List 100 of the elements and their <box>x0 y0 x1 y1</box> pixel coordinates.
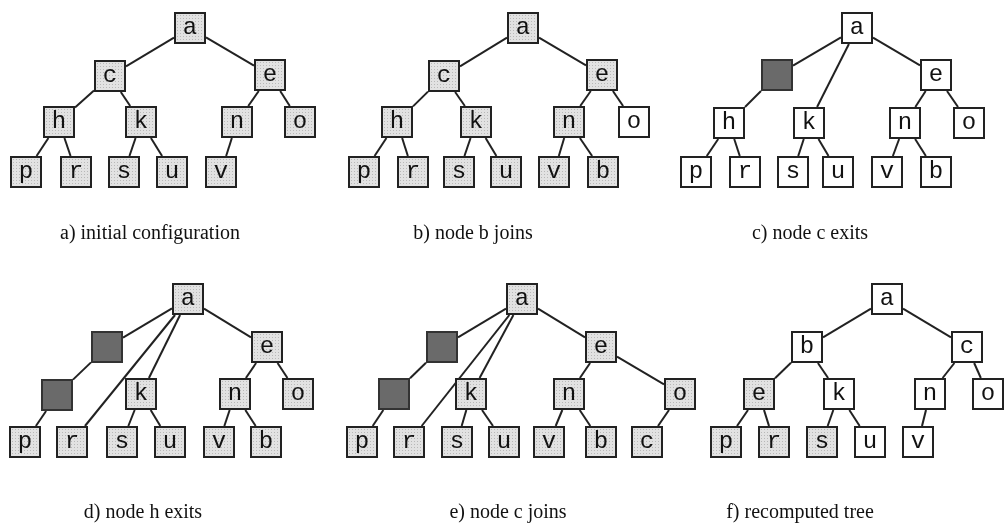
tree-node-box: n <box>219 378 251 410</box>
tree-node-box: v <box>538 156 570 188</box>
tree-node-box: r <box>56 426 88 458</box>
tree-node-box: b <box>587 156 619 188</box>
connector-line <box>705 138 720 157</box>
tree-node-box: s <box>106 426 138 458</box>
connector-line <box>147 314 182 379</box>
connector-line <box>371 409 385 427</box>
connector-line <box>616 355 665 386</box>
tree-node-box: r <box>393 426 425 458</box>
connector-line <box>817 138 830 157</box>
tree-node-box: c <box>94 60 126 92</box>
connector-line <box>484 137 498 157</box>
tree-node-box: s <box>441 426 473 458</box>
connector-line <box>279 90 291 107</box>
panel-caption: b) node b joins <box>413 221 533 244</box>
tree-node-box: k <box>823 378 855 410</box>
panel-caption: c) node c exits <box>751 221 869 244</box>
connector-line <box>149 137 164 157</box>
panel-caption: f) recomputed tree <box>726 500 874 523</box>
tree-node-box: s <box>777 156 809 188</box>
tree-node-box: u <box>154 426 186 458</box>
tree-node-box: c <box>951 331 983 363</box>
connector-line <box>611 90 625 107</box>
tree-node-box: a <box>507 12 539 44</box>
tree-node-box: r <box>397 156 429 188</box>
tree-node-box: a <box>871 283 903 315</box>
connector-line <box>478 314 515 379</box>
connector-line <box>119 91 132 107</box>
tree-node-box: s <box>806 426 838 458</box>
connector-line <box>74 89 95 109</box>
connector-line <box>84 314 176 427</box>
tree-node-box: o <box>953 107 985 139</box>
tree-node-box: u <box>822 156 854 188</box>
connector-line <box>554 409 564 427</box>
tree-node-box: k <box>460 106 492 138</box>
tree-node-box: v <box>871 156 903 188</box>
connector-line <box>744 90 762 108</box>
tree-node-box: p <box>680 156 712 188</box>
tree-node-box: s <box>443 156 475 188</box>
tree-node-box: a <box>841 12 873 44</box>
connector-line <box>460 409 468 427</box>
connector-line <box>223 409 231 427</box>
connector-line <box>733 138 741 157</box>
empty-box <box>761 59 793 91</box>
connector-line <box>826 409 835 427</box>
tree-node-box: h <box>381 106 413 138</box>
connector-line <box>537 307 586 339</box>
tree-node-box: n <box>553 106 585 138</box>
connector-line <box>578 362 592 379</box>
tree-node-box: n <box>889 107 921 139</box>
tree-node-box: a <box>506 283 538 315</box>
connector-line <box>557 137 566 157</box>
tree-node-box: n <box>553 378 585 410</box>
tree-node-box: e <box>254 59 286 91</box>
tree-node-box: r <box>758 426 790 458</box>
tree-node-box: v <box>533 426 565 458</box>
empty-box <box>426 331 458 363</box>
tree-node-box: p <box>710 426 742 458</box>
connector-line <box>578 137 594 157</box>
connector-line <box>736 409 749 427</box>
connector-line <box>797 138 805 157</box>
connector-line <box>205 36 255 67</box>
tree-node-box: n <box>221 106 253 138</box>
connector-line <box>578 409 592 427</box>
tree-node-box: k <box>125 378 157 410</box>
tree-node-box: o <box>282 378 314 410</box>
connector-line <box>63 137 72 157</box>
tree-node-box: e <box>586 59 618 91</box>
connector-line <box>792 36 842 67</box>
connector-line <box>276 362 289 379</box>
panel-caption: a) initial configuration <box>60 221 240 244</box>
connector-line <box>420 314 511 427</box>
connector-line <box>459 36 508 68</box>
tree-node-box: u <box>854 426 886 458</box>
tree-node-box: n <box>914 378 946 410</box>
connector-line <box>72 361 92 381</box>
tree-node-box: v <box>902 426 934 458</box>
tree-node-box: r <box>60 156 92 188</box>
connector-line <box>816 43 850 108</box>
tree-node-box: p <box>9 426 41 458</box>
tree-node-box: e <box>920 59 952 91</box>
connector-line <box>244 362 258 379</box>
tree-node-box: e <box>585 331 617 363</box>
connector-line <box>463 137 472 157</box>
empty-box <box>378 378 410 410</box>
connector-line <box>481 409 494 427</box>
connector-line <box>763 409 770 427</box>
tree-node-box: c <box>631 426 663 458</box>
panel-caption: d) node h exits <box>83 500 203 523</box>
tree-node-box: r <box>729 156 761 188</box>
connector-line <box>902 307 952 339</box>
tree-node-box: h <box>713 107 745 139</box>
connector-line <box>35 137 50 157</box>
connector-line <box>225 137 233 157</box>
connector-line <box>34 410 48 427</box>
connector-line <box>247 90 260 107</box>
tree-node-box: v <box>205 156 237 188</box>
tree-node-box: p <box>10 156 42 188</box>
connector-line <box>454 91 466 107</box>
